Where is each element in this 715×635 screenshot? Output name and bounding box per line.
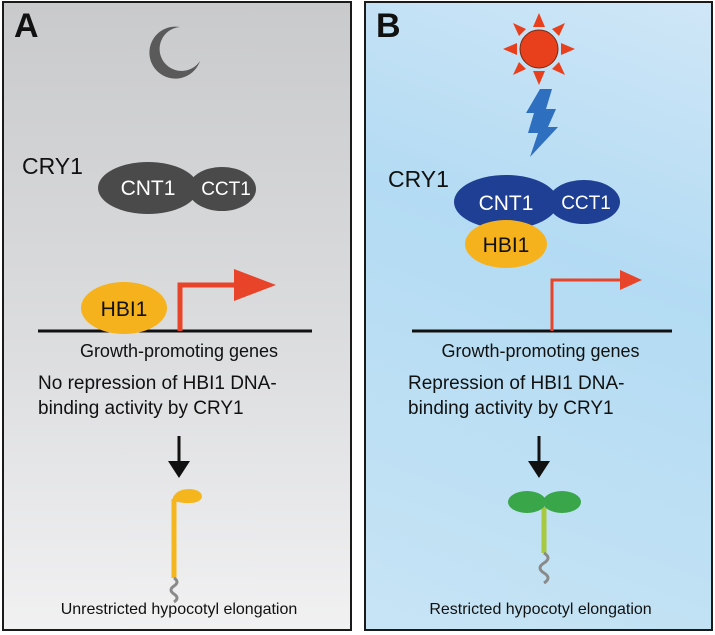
moon-icon xyxy=(149,26,200,79)
panel-a-darkness: A CNT1 CCT1 HBI1 CRY1 Growth-promoting g… xyxy=(2,1,352,631)
cry1-label: CRY1 xyxy=(388,166,449,192)
description-line-1: No repression of HBI1 DNA- xyxy=(38,373,277,394)
panel-b-light: B CNT1 CCT1 HBI1 xyxy=(364,1,713,631)
cct1-domain xyxy=(548,180,620,224)
lightning-icon xyxy=(526,89,558,157)
cry1-label: CRY1 xyxy=(22,153,83,179)
apical-hook xyxy=(172,489,202,504)
root-squiggle xyxy=(169,576,179,604)
cnt1-domain xyxy=(98,162,198,214)
cotyledon-right xyxy=(543,491,581,513)
cct1-label: CCT1 xyxy=(201,179,251,200)
genes-label: Growth-promoting genes xyxy=(441,341,640,361)
down-arrowhead xyxy=(528,461,550,478)
panel-b-letter: B xyxy=(376,7,401,45)
cnt1-domain xyxy=(454,175,558,229)
root-squiggle xyxy=(538,551,550,585)
description-line-2: binding activity by CRY1 xyxy=(38,398,244,419)
panel-a-illustration: CNT1 CCT1 HBI1 xyxy=(38,26,312,604)
hbi1-protein xyxy=(81,282,167,334)
transcription-arrowhead xyxy=(234,269,276,301)
hbi1-protein xyxy=(465,220,547,268)
cct1-domain xyxy=(188,167,256,211)
panel-a-letter: A xyxy=(14,7,39,45)
hbi1-label: HBI1 xyxy=(101,298,148,321)
cotyledon-left xyxy=(508,491,546,513)
hbi1-label: HBI1 xyxy=(483,234,530,257)
outcome-label: Restricted hypocotyl elongation xyxy=(429,601,652,618)
down-arrowhead xyxy=(168,461,190,478)
sun-icon xyxy=(503,13,575,85)
genes-label: Growth-promoting genes xyxy=(79,341,279,361)
cct1-label: CCT1 xyxy=(561,193,611,214)
description-line-1: Repression of HBI1 DNA- xyxy=(408,373,625,394)
panel-b-illustration: CNT1 CCT1 HBI1 xyxy=(412,13,672,585)
transcription-arrow xyxy=(177,282,236,331)
cnt1-label: CNT1 xyxy=(121,177,176,200)
transcription-arrowhead xyxy=(620,270,642,290)
description-line-2: binding activity by CRY1 xyxy=(408,398,614,419)
cnt1-label: CNT1 xyxy=(479,192,534,215)
transcription-arrow xyxy=(550,278,622,331)
outcome-label: Unrestricted hypocotyl elongation xyxy=(60,601,298,618)
